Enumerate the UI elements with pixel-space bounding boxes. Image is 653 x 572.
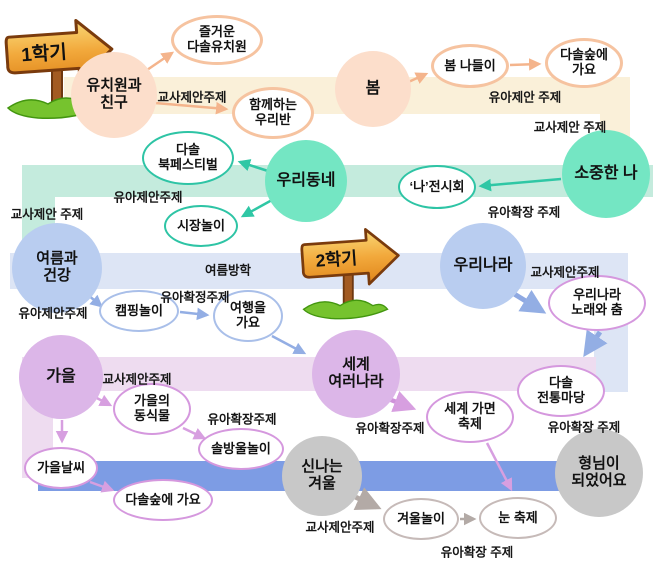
label-child-extended-r4b: 유아확장주제 (355, 421, 425, 436)
topic-go-dasol-forest-autumn: 다솔숲에 가요 (113, 479, 213, 521)
label-child-extended-r5: 유아확장 주제 (440, 545, 514, 560)
label-teacher-proposed-r5: 교사제안주제 (305, 520, 375, 535)
semester2-signpost-icon: 2학기 (300, 228, 400, 320)
topic-dasol-book-festival: 다솔 북페스티벌 (142, 131, 234, 185)
label-child-extended-r2: 유아확장 주제 (487, 205, 561, 220)
topic-fun-dasol-kindergarten: 즐거운 다솔유치원 (171, 15, 263, 65)
topic-spring-outing: 봄 나들이 (431, 44, 509, 88)
topic-market-play: 시장놀이 (164, 205, 238, 247)
label-teacher-proposed-r4: 교사제안주제 (102, 372, 172, 387)
label-summer-vacation: 여름방학 (204, 263, 252, 278)
theme-precious-me: 소중한 나 (562, 130, 650, 218)
semester1-label: 1학기 (21, 41, 68, 66)
label-child-extended-r4a: 유아확장주제 (207, 412, 277, 427)
topic-pinecone-play: 솔방울놀이 (198, 428, 284, 470)
topic-snow-festival: 눈 축제 (479, 497, 557, 539)
label-child-proposed-r3: 유아제안주제 (18, 306, 88, 321)
theme-exciting-winter: 신나는 겨울 (282, 436, 362, 516)
label-teacher-proposed-r3-right: 교사제안주제 (530, 265, 600, 280)
topic-go-travel: 여행을 가요 (213, 290, 283, 342)
flow-band-row4 (22, 357, 596, 391)
theme-autumn: 가을 (19, 335, 103, 419)
theme-our-town: 우리동네 (265, 140, 347, 222)
label-teacher-proposed-r1-right: 교사제안 주제 (533, 120, 607, 135)
topic-camping-play: 캠핑놀이 (99, 290, 179, 332)
theme-our-country: 우리나라 (440, 223, 526, 309)
label-teacher-proposed-r2-left: 교사제안 주제 (10, 207, 84, 222)
topic-me-exhibition: ‘나’전시회 (398, 165, 476, 209)
topic-winter-play: 겨울놀이 (383, 498, 459, 540)
topic-autumn-flora-fauna: 가을의 동식물 (113, 383, 191, 435)
semester2-label: 2학기 (315, 248, 358, 271)
label-child-proposed-r1: 유아제안 주제 (488, 90, 562, 105)
theme-world-countries: 세계 여러나라 (312, 330, 400, 418)
topic-world-mask-festival: 세계 가면 축제 (426, 391, 514, 443)
theme-summer-health: 여름과 건강 (12, 223, 102, 313)
topic-go-dasol-forest-spring: 다솔숲에 가요 (545, 38, 623, 88)
topic-korea-song-dance: 우리나라 노래와 춤 (548, 275, 646, 331)
theme-spring: 봄 (335, 51, 411, 127)
label-child-extended-r4c: 유아확장 주제 (547, 420, 621, 435)
topic-dasol-traditional-yard: 다솔 전통마당 (517, 365, 605, 417)
label-teacher-proposed-r1: 교사제안주제 (157, 90, 227, 105)
label-child-proposed-r2: 유아제안주제 (113, 190, 183, 205)
theme-becoming-older: 형님이 되었어요 (555, 429, 643, 517)
theme-kindergarten-friends: 유치원과 친구 (71, 52, 157, 138)
topic-autumn-weather: 가을날씨 (24, 447, 98, 489)
label-child-confirmed-r3: 유아확정주제 (160, 290, 230, 305)
topic-our-class-together: 함께하는 우리반 (232, 87, 314, 139)
